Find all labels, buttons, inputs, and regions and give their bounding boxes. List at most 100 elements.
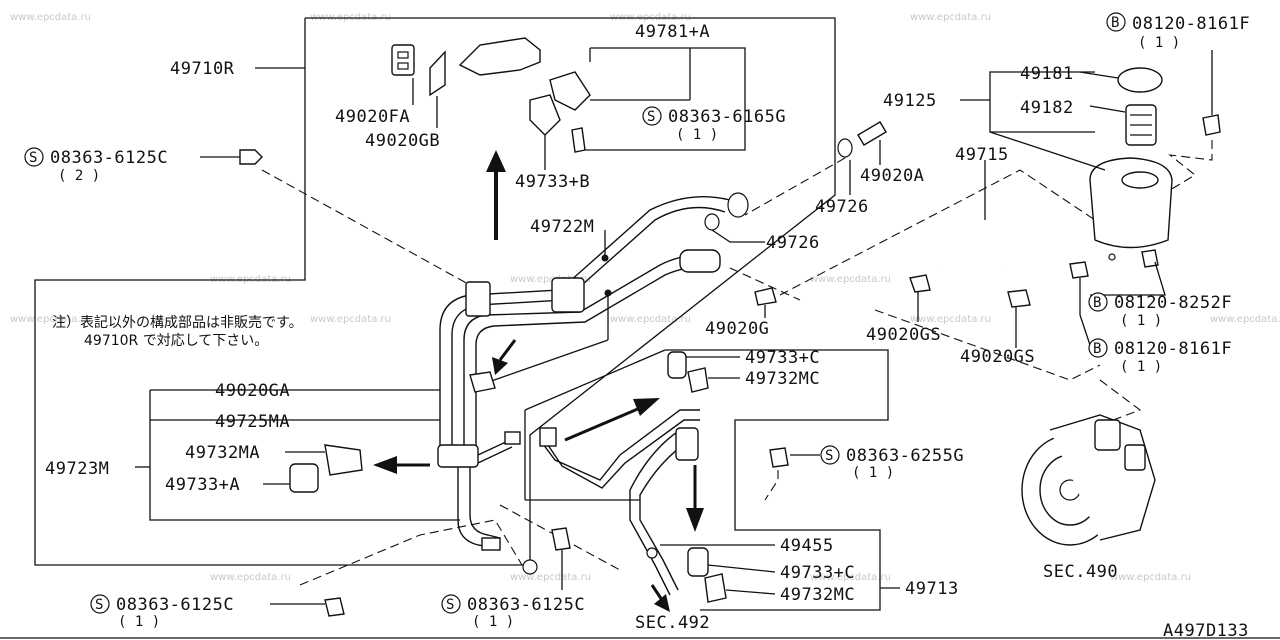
label-49723M: 49723M (45, 459, 109, 479)
reservoir-tank (1089, 67, 1173, 249)
qty-08120-8161F-top: ( 1 ) (1138, 35, 1180, 51)
svg-text:www.epcdata.ru: www.epcdata.ru (910, 314, 991, 325)
label-49125: 49125 (883, 91, 937, 111)
note-line-1: 注）表記以外の構成部品は非販売です。 (52, 314, 303, 331)
label-49182: 49182 (1020, 98, 1074, 118)
bolt-6125C-top-shape (239, 149, 263, 165)
label-49733C-bot: 49733+C (780, 563, 855, 583)
bolt-6125C-bl-shape (324, 597, 345, 617)
diagram-code: A497D133 (1163, 621, 1249, 640)
label-49710R: 49710R (170, 59, 235, 79)
bolt-8161F-mid-shape (1141, 249, 1159, 268)
label-49020GS-a: 49020GS (866, 325, 941, 345)
label-49715: 49715 (955, 145, 1009, 165)
qty-08363-6125C-bl: ( 1 ) (118, 614, 160, 630)
svg-text:www.epcdata.ru: www.epcdata.ru (310, 314, 391, 325)
assembly-outline-49710R (34, 17, 836, 566)
pipe-49713-lower (629, 429, 681, 596)
label-49455: 49455 (780, 536, 834, 556)
clamp-49020GA-shape (469, 371, 496, 393)
svg-text:S: S (29, 150, 37, 166)
marker-b-8252F (1088, 292, 1108, 312)
arrow-to-49020GA (492, 339, 517, 375)
svg-text:S: S (647, 109, 655, 125)
svg-text:www.epcdata.ru: www.epcdata.ru (610, 314, 691, 325)
arrow-up (486, 150, 506, 240)
label-49020A: 49020A (860, 166, 924, 186)
subassembly-outline-49713 (665, 349, 889, 611)
svg-text:www.epcdata.ru: www.epcdata.ru (10, 314, 91, 325)
pipe-49713-upper (539, 409, 700, 481)
bolt-6125C-bm-shape (551, 527, 571, 551)
bracket-small-shape (549, 71, 591, 111)
label-49732MC-top: 49732MC (745, 369, 820, 389)
bolt-49020A-shape (857, 121, 887, 146)
clamp-on-pipes (551, 277, 585, 313)
label-49181: 49181 (1020, 64, 1074, 84)
block-joint (437, 444, 479, 468)
svg-text:B: B (1111, 15, 1119, 31)
label-08363-6125C-bm: 08363-6125C (467, 595, 585, 615)
clamp-49733C-top-shape (667, 351, 687, 379)
label-08363-6125C-bl: 08363-6125C (116, 595, 234, 615)
label-08363-6125C-top: 08363-6125C (50, 148, 168, 168)
power-steering-pump (1021, 414, 1156, 546)
bolt-6165G-shape (571, 127, 586, 153)
qty-08363-6255G: ( 1 ) (852, 465, 894, 481)
label-49020G: 49020G (705, 319, 769, 339)
label-49020GS-b: 49020GS (960, 347, 1035, 367)
marker-s-6125C-top (24, 147, 44, 167)
pipe-assembly (437, 192, 749, 551)
label-49020GB: 49020GB (365, 131, 440, 151)
svg-text:S: S (446, 597, 454, 613)
bracket-group-49781A (391, 37, 591, 153)
svg-text:www.epcdata.ru: www.epcdata.ru (1110, 572, 1191, 583)
subassembly-outline-49723M (149, 390, 460, 521)
label-SEC490: SEC.490 (1043, 562, 1118, 582)
qty-08363-6165G: ( 1 ) (676, 127, 718, 143)
qty-08363-6125C-top: ( 2 ) (58, 168, 100, 184)
qty-08363-6125C-bm: ( 1 ) (472, 614, 514, 630)
label-49726-a: 49726 (815, 197, 869, 217)
label-49733B: 49733+B (515, 172, 590, 192)
label-08120-8161F-mid: 08120-8161F (1114, 339, 1232, 359)
label-08363-6255G: 08363-6255G (846, 446, 964, 466)
svg-text:www.epcdata.ru: www.epcdata.ru (210, 572, 291, 583)
label-49732MC-bot: 49732MC (780, 585, 855, 605)
label-08363-6165G: 08363-6165G (668, 107, 786, 127)
label-49713: 49713 (905, 579, 959, 599)
clamp-49020GS-b-shape (1007, 289, 1031, 308)
bolt-6255G-shape (769, 447, 789, 468)
bolt-8252F-shape (1069, 261, 1089, 279)
bracket-49781A-shape (458, 37, 541, 76)
marker-s-6125C-bl (90, 594, 110, 614)
arrow-down (686, 465, 704, 532)
marker-b-8161F-top (1106, 12, 1126, 32)
marker-b-8161F-mid (1088, 338, 1108, 358)
clamp-49020GS-a-shape (909, 274, 931, 293)
marker-s-6125C-bm (441, 594, 461, 614)
clamp-49733C-bot-shape (687, 547, 709, 577)
label-49020FA: 49020FA (335, 107, 410, 127)
clamp-49020FA-shape (391, 44, 415, 76)
svg-text:B: B (1093, 341, 1101, 357)
label-08120-8252F: 08120-8252F (1114, 293, 1232, 313)
label-49733C-top: 49733+C (745, 348, 820, 368)
svg-text:www.epcdata.ru: www.epcdata.ru (510, 274, 591, 285)
marker-s-6165G (642, 106, 662, 126)
note-line-2: 49710R で対応して下さい。 (84, 333, 268, 349)
svg-text:www.epcdata.ru: www.epcdata.ru (510, 572, 591, 583)
clamp-49020GB-shape (429, 50, 446, 97)
arrow-to-sec492 (650, 584, 670, 612)
label-08120-8161F-top: 08120-8161F (1132, 14, 1250, 34)
label-49733A: 49733+A (165, 475, 240, 495)
qty-08120-8161F-mid: ( 1 ) (1120, 359, 1162, 375)
washer-49726 (837, 138, 853, 158)
qty-08120-8252F: ( 1 ) (1120, 313, 1162, 329)
svg-text:www.epcdata.ru: www.epcdata.ru (810, 572, 891, 583)
clamp-49732MC-top-shape (687, 367, 709, 393)
clamp-49733B-shape (529, 94, 561, 136)
label-49722M: 49722M (530, 217, 594, 237)
